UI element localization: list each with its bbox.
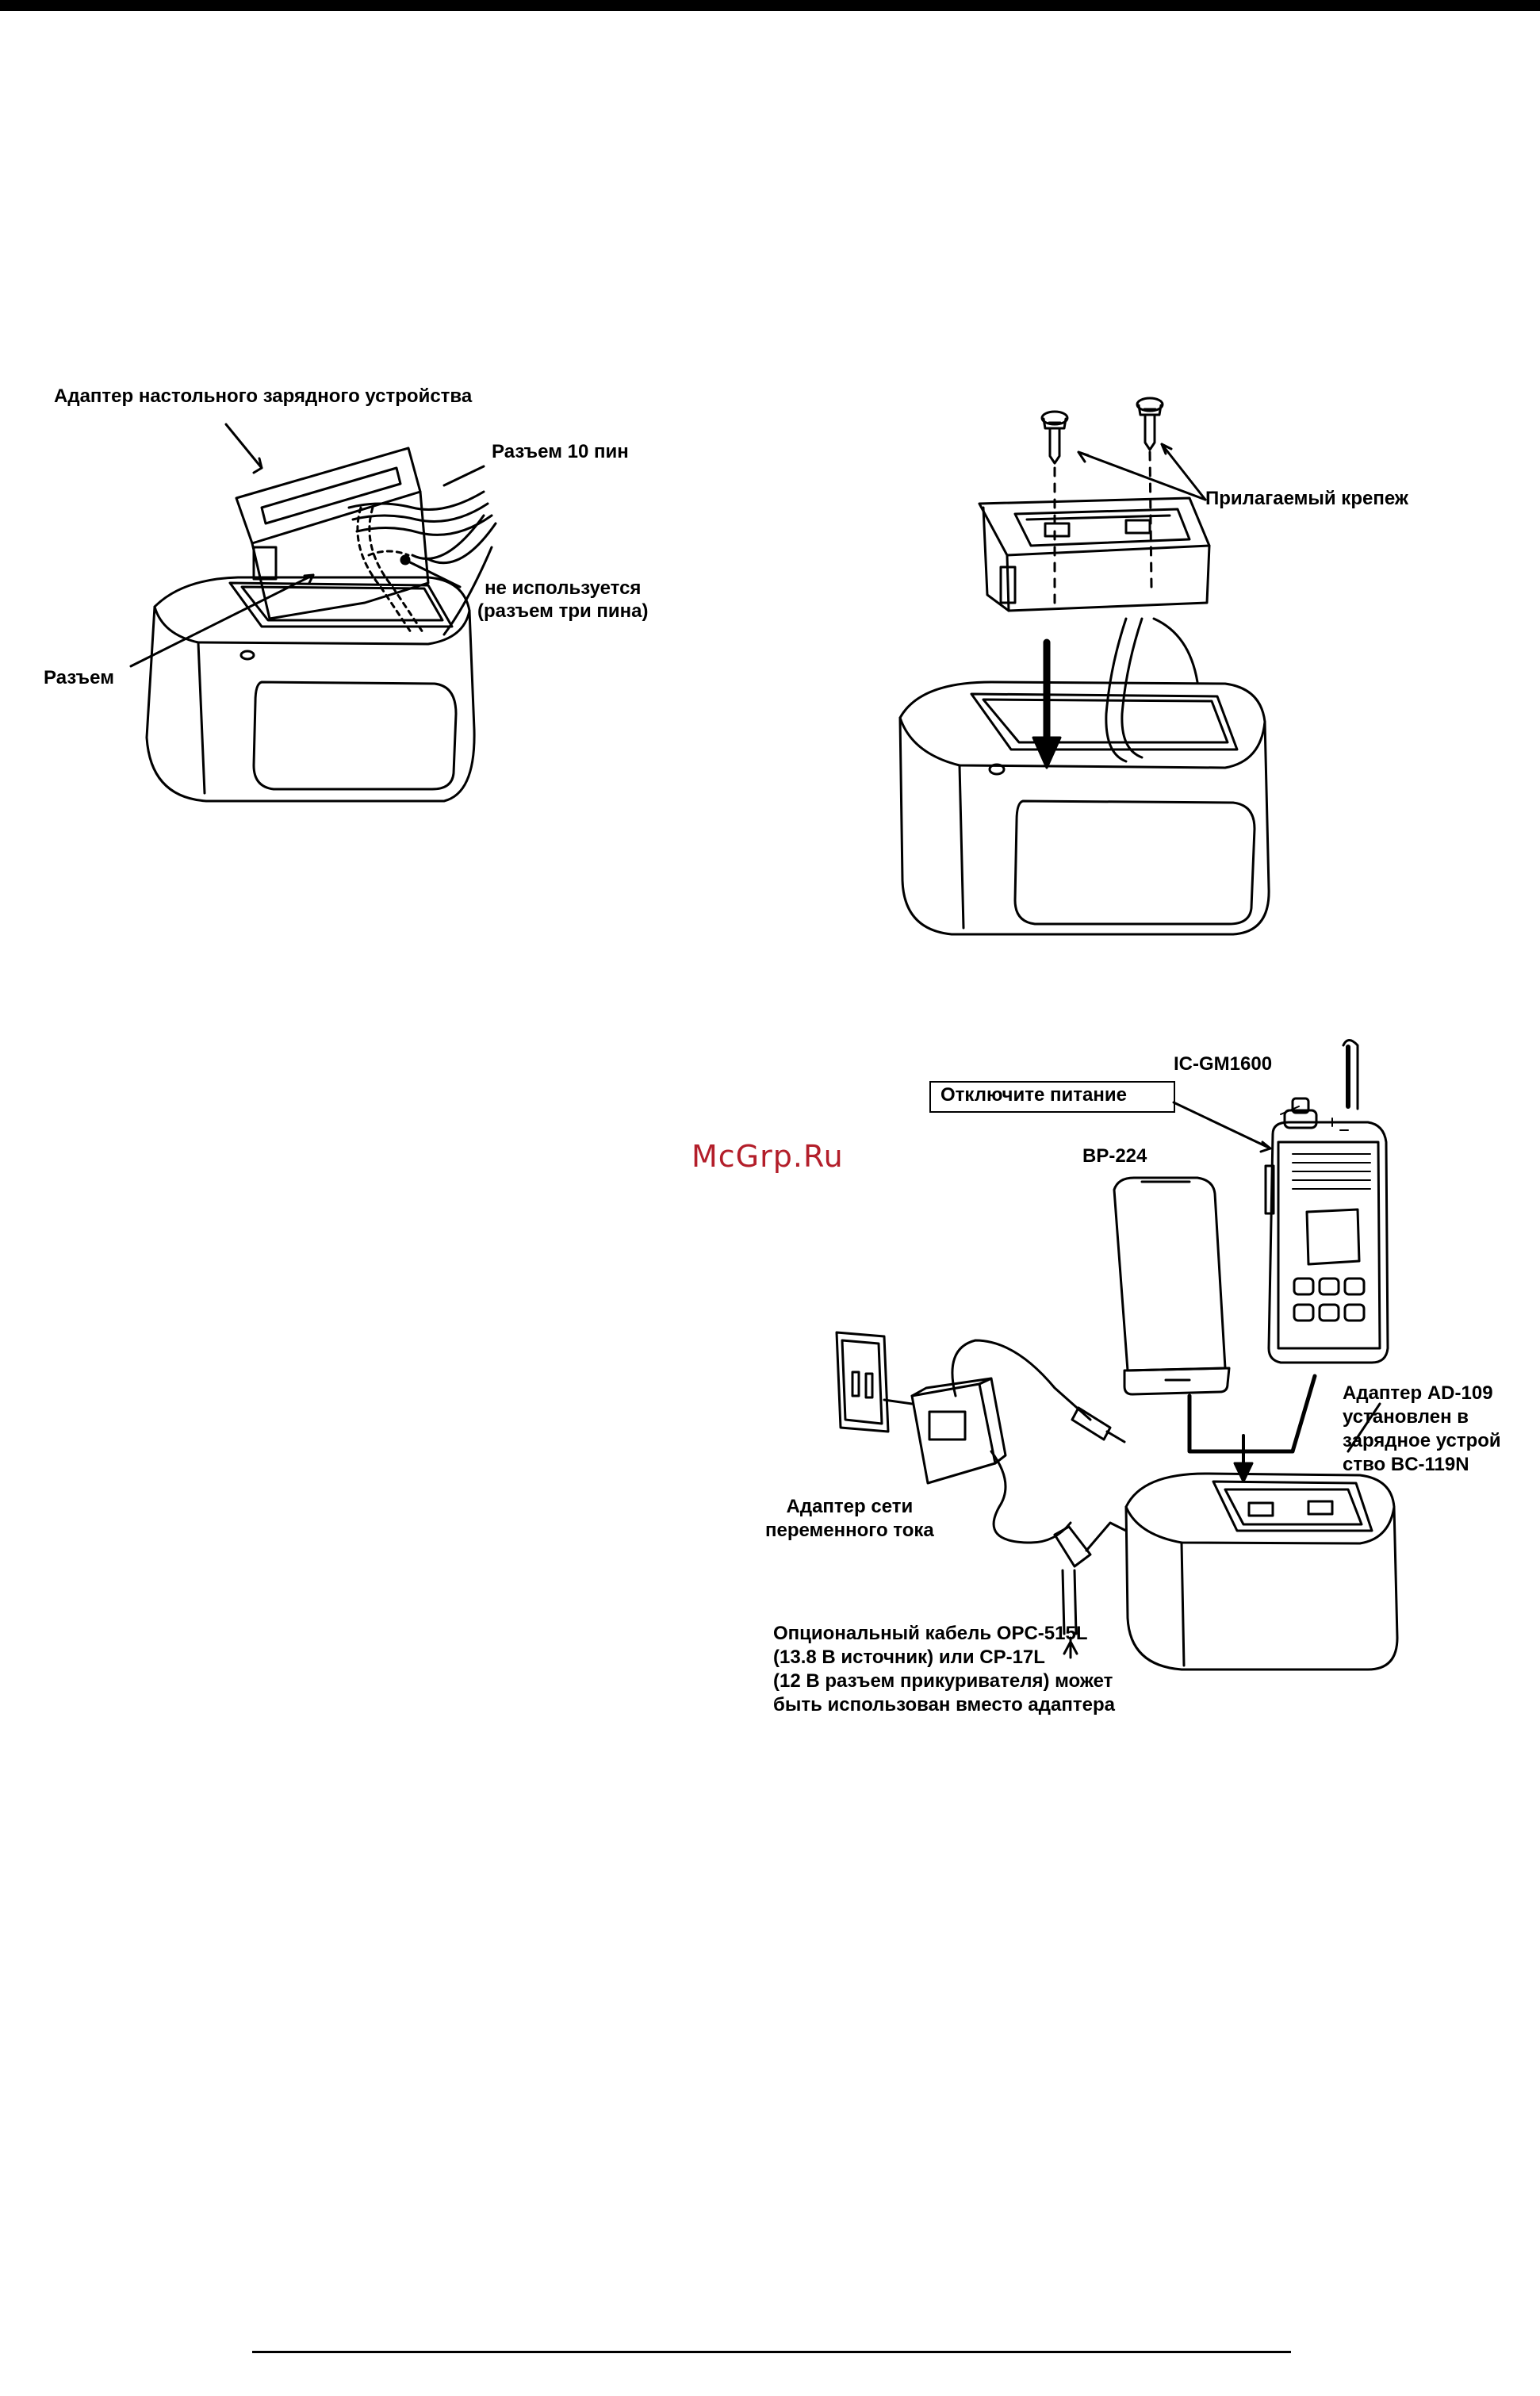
- figure3-drawing: [835, 1039, 1399, 1671]
- figure1-adapter-label: Адаптер настольного зарядного устройства: [54, 385, 473, 407]
- figure2-drawing: [898, 397, 1270, 936]
- figure3-ac-adapter-label: Адаптер сети переменного тока: [765, 1496, 934, 1541]
- figure1-connector-label: Разъем: [44, 667, 114, 688]
- figure3-adapter-installed-label: Адаптер AD-109 установлен в зарядное уст…: [1343, 1382, 1501, 1475]
- figure3-optional-cable-label: Опциональный кабель OPC-515L (13.8 В ист…: [773, 1623, 1115, 1716]
- figure1-10pin-label: Разъем 10 пин: [492, 441, 629, 462]
- figure1-drawing: [129, 423, 497, 803]
- figure1-not-used-label: не используется (разъем три пина): [477, 577, 649, 622]
- figure3-battery-label: BP-224: [1082, 1145, 1147, 1167]
- power-off-callout-box: [929, 1081, 1175, 1113]
- bottom-rule: [252, 2351, 1291, 2353]
- figure3-power-off-label: Отключите питание: [940, 1084, 1127, 1106]
- figure2-screws-label: Прилагаемый крепеж: [1205, 488, 1408, 509]
- watermark: McGrp.Ru: [691, 1139, 844, 1174]
- figure3-model-label: IC-GM1600: [1174, 1053, 1273, 1075]
- top-rule: [0, 0, 1540, 11]
